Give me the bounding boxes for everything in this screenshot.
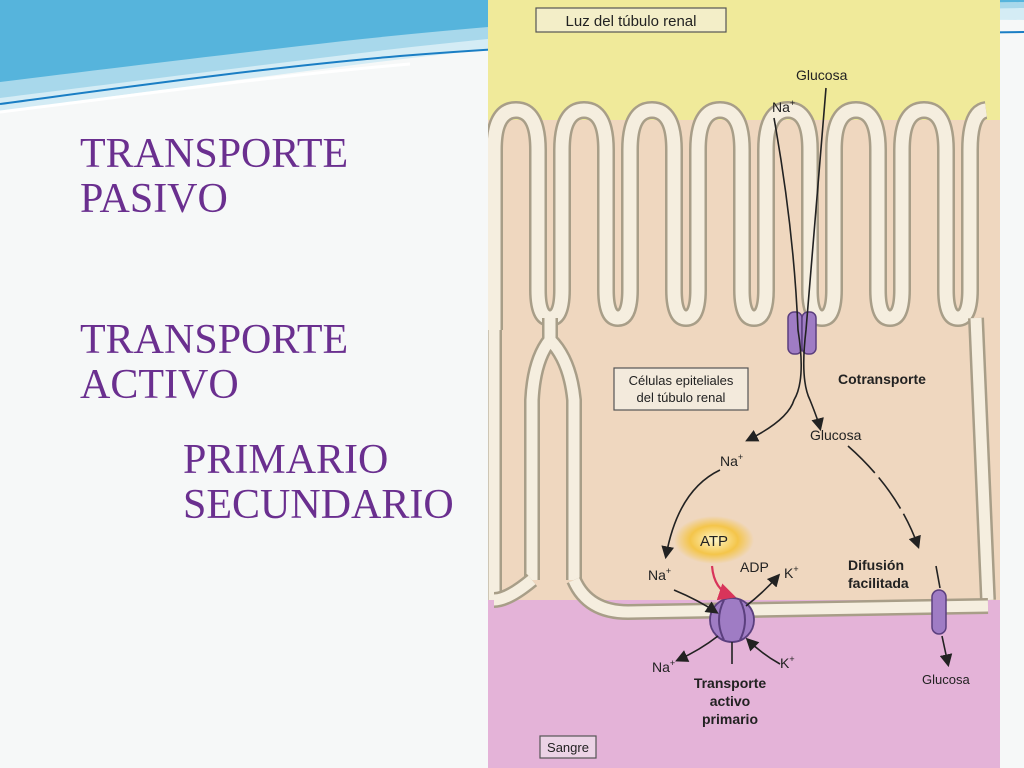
glucose-bottom-label: Glucosa: [922, 672, 970, 687]
active-line2: ACTIVO: [80, 362, 239, 408]
na-into-pump-arrow: [673, 589, 719, 614]
na-top-label: Na+: [772, 98, 795, 115]
atp-to-adp-arrow: [710, 565, 737, 601]
na-out-arrow: [675, 635, 719, 662]
lumen-label: Luz del túbulo renal: [566, 13, 697, 30]
glucose-path-entry: [802, 87, 827, 432]
primary-transport-line3: primario: [702, 711, 758, 727]
secondary-label: SECUNDARIO: [183, 482, 454, 528]
active-subtypes: PRIMARIO SECUNDARIO: [183, 438, 454, 528]
na-path-to-pump: [661, 469, 721, 560]
passive-line2: PASIVO: [80, 176, 228, 222]
primary-transport-line1: Transporte: [694, 675, 767, 691]
active-line1: TRANSPORTE: [80, 317, 349, 363]
blood-label-box: [539, 735, 597, 759]
na-mid-label: Na+: [720, 452, 743, 469]
cells-label-line2: del túbulo renal: [637, 390, 726, 405]
na-path-entry: [745, 117, 802, 442]
renal-tubule-diagram: Luz del túbulo renal Glucosa Na+ Células…: [488, 0, 1000, 768]
diffusion-label-line2: facilitada: [848, 575, 909, 591]
cotransporter-protein: [787, 311, 817, 355]
atp-label: ATP: [700, 533, 728, 550]
lumen-label-box: [535, 7, 727, 33]
passive-line1: TRANSPORTE: [80, 131, 349, 177]
glucose-top-label: Glucosa: [796, 67, 848, 83]
glucose-path-exit: [939, 635, 953, 668]
na-pump-in-label: Na+: [648, 566, 671, 583]
diffusion-label-line1: Difusión: [848, 557, 904, 573]
atp-glow: [674, 516, 754, 564]
na-pump-out-label: Na+: [652, 658, 675, 675]
k-pump-out-label: K+: [780, 654, 795, 671]
glucose-path-diffusion: [847, 445, 921, 550]
cotransport-label: Cotransporte: [838, 371, 926, 387]
glucose-transporter: [931, 589, 947, 635]
cells-label-box: [613, 367, 749, 411]
k-out-of-pump-arrow: [745, 573, 781, 607]
active-transport-heading: TRANSPORTE ACTIVO: [80, 318, 348, 408]
glucose-mid-label: Glucosa: [810, 427, 862, 443]
primary-transport-line2: activo: [710, 693, 750, 709]
blood-label: Sangre: [547, 740, 589, 755]
cells-label-line1: Células epiteliales: [629, 373, 734, 388]
primary-label: PRIMARIO: [183, 437, 389, 483]
k-in-arrow: [745, 637, 781, 665]
passive-transport-heading: TRANSPORTE PASIVO: [80, 132, 348, 222]
k-pump-in-label: K+: [784, 564, 799, 581]
adp-label: ADP: [740, 559, 769, 575]
